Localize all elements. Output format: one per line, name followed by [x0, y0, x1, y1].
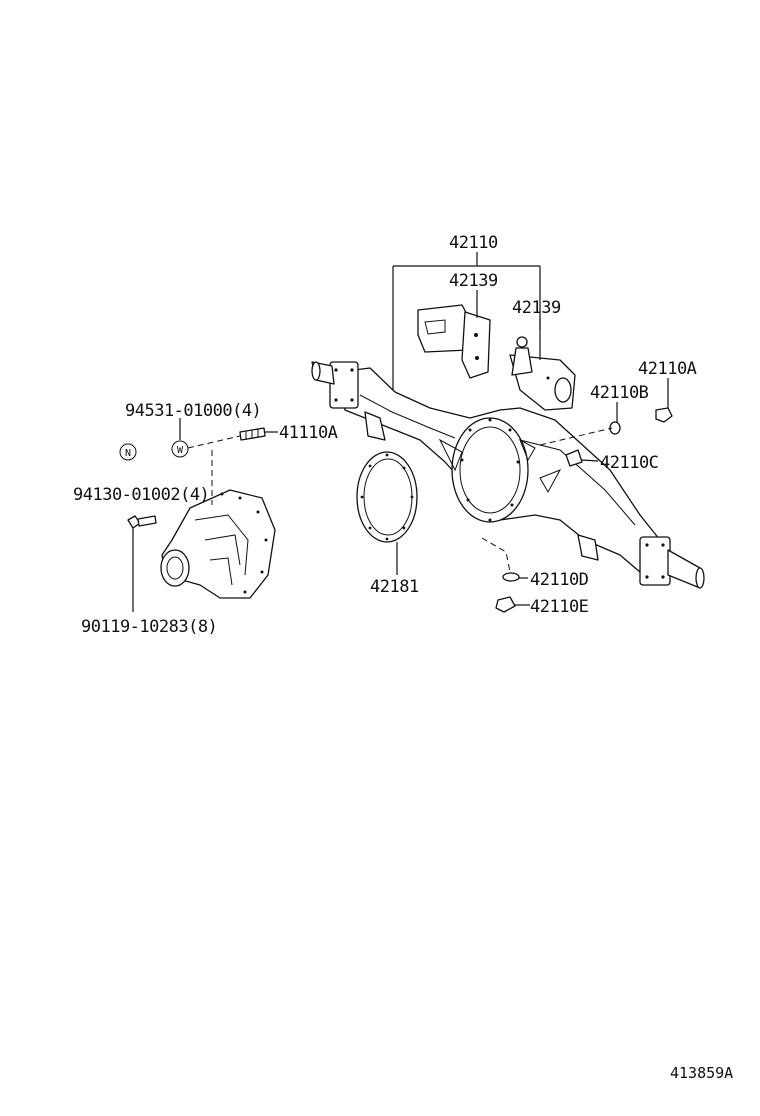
- label-90119[interactable]: 90119-10283(8): [81, 617, 218, 637]
- symbol-w: W: [171, 440, 189, 458]
- label-42110a[interactable]: 42110A: [638, 359, 697, 379]
- diagram-reference: 413859A: [670, 1064, 733, 1082]
- label-41110a[interactable]: 41110A: [279, 423, 338, 443]
- nut-42110a: [655, 407, 673, 423]
- part-labels[interactable]: 42110 42139 42139 42110A 42110B 42110C 4…: [73, 233, 697, 637]
- symbol-w-text: W: [177, 445, 184, 456]
- breather-left: [417, 304, 491, 379]
- breather-right: [509, 336, 576, 411]
- label-42110d[interactable]: 42110D: [530, 570, 589, 590]
- label-94531[interactable]: 94531-01000(4): [125, 401, 262, 421]
- label-42110e[interactable]: 42110E: [530, 597, 589, 617]
- label-42110[interactable]: 42110: [449, 233, 498, 253]
- label-42110b[interactable]: 42110B: [590, 383, 649, 403]
- symbol-n-text: N: [125, 448, 131, 459]
- label-94130[interactable]: 94130-01002(4): [73, 485, 210, 505]
- stud-41110a: [239, 427, 266, 441]
- symbol-n: N: [119, 443, 137, 461]
- label-42181[interactable]: 42181: [370, 577, 419, 597]
- axle-housing: [311, 361, 705, 589]
- gasket: [356, 451, 418, 543]
- leader-lines: [132, 252, 669, 612]
- fitting-42110c: [565, 449, 583, 467]
- washer-42110d: [502, 572, 520, 582]
- bolt-90119: [127, 515, 157, 529]
- label-42110c[interactable]: 42110C: [600, 453, 659, 473]
- differential-carrier: [160, 489, 276, 599]
- plug-42110e: [495, 596, 516, 613]
- label-42139-right[interactable]: 42139: [512, 298, 561, 318]
- label-42139-left[interactable]: 42139: [449, 271, 498, 291]
